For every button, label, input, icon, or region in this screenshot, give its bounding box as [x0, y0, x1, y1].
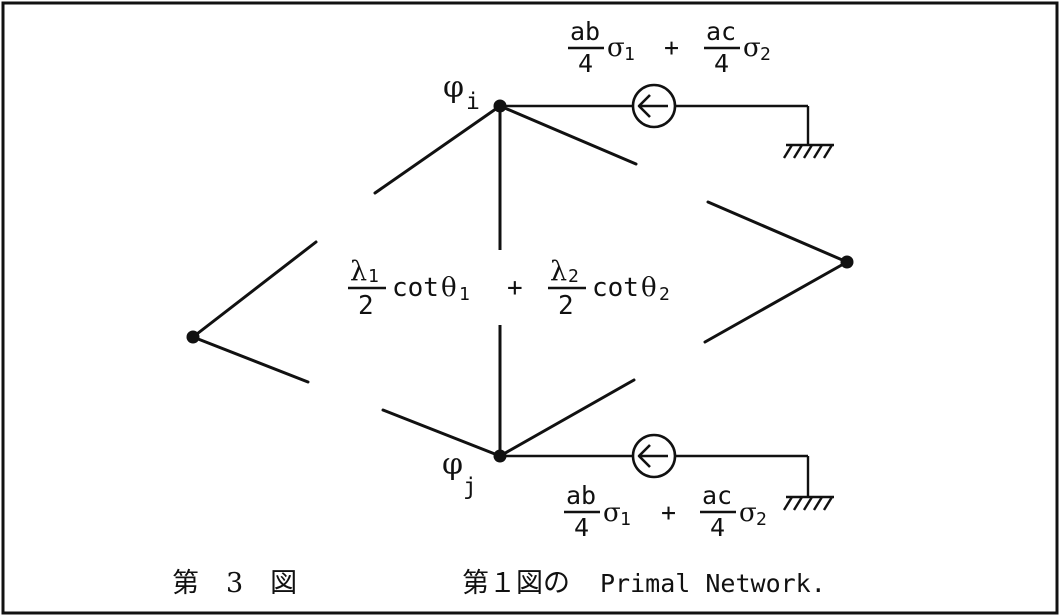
edge-right-j-lower	[498, 378, 636, 458]
sigma-subscript-1: 1	[624, 44, 635, 65]
lambda-subscript-2: 2	[568, 266, 579, 287]
ground-icon	[782, 495, 834, 511]
lambda-subscript-1: 1	[368, 266, 379, 287]
sigma-symbol: σ	[607, 33, 625, 63]
edge-left-j-upper	[191, 335, 310, 384]
label-phi-i: φ i	[443, 70, 480, 115]
lambda-symbol: λ	[350, 256, 367, 287]
theta-symbol: θ	[641, 273, 657, 303]
network-nodes	[186, 99, 854, 463]
edge-i-left-lower	[191, 240, 318, 339]
sigma-subscript-1: 1	[620, 509, 631, 530]
numerator-ac: ac	[706, 17, 736, 46]
center-term: λ 1 2 cot θ 1 + λ 2 2 cot θ 2	[342, 250, 692, 325]
edge-right-j-upper	[703, 260, 849, 344]
plus-sign: +	[507, 273, 523, 303]
theta-symbol: θ	[441, 273, 457, 303]
node-right	[840, 255, 854, 269]
denominator: 4	[714, 49, 729, 78]
sigma-symbol: σ	[603, 498, 621, 528]
denominator: 4	[574, 513, 589, 542]
cot-function: cot	[592, 273, 639, 303]
caption-subtitle: Primal Network.	[600, 569, 826, 598]
denominator: 2	[358, 291, 374, 321]
lambda-symbol: λ	[550, 256, 567, 287]
source-term-top: ab 4 σ 1 + ac 4 σ 2	[568, 17, 771, 78]
source-term-bottom: ab 4 σ 1 + ac 4 σ 2	[564, 481, 767, 542]
denominator: 2	[558, 291, 574, 321]
subscript-j: j	[463, 474, 477, 500]
cot-function: cot	[392, 273, 439, 303]
plus-sign: +	[664, 33, 679, 62]
edge-i-right-upper	[498, 104, 638, 166]
subscript-i: i	[466, 89, 480, 115]
network-edges	[191, 104, 849, 458]
sigma-subscript-2: 2	[760, 44, 771, 65]
node-j	[493, 449, 507, 463]
sigma-symbol: σ	[739, 498, 757, 528]
edge-left-j-lower	[381, 408, 502, 458]
source-branch-bottom	[500, 433, 834, 511]
theta-subscript-1: 1	[459, 284, 470, 305]
sigma-symbol: σ	[743, 33, 761, 63]
edge-i-left-upper	[373, 104, 502, 195]
current-source-icon	[631, 433, 677, 479]
figure-caption: 第 3 図 第１図の Primal Network.	[172, 568, 826, 599]
denominator: 4	[578, 49, 593, 78]
label-phi-j: φ j	[442, 447, 477, 500]
node-left	[186, 330, 200, 344]
numerator-ab: ab	[570, 17, 600, 46]
theta-subscript-2: 2	[659, 284, 670, 305]
numerator-ab: ab	[566, 481, 596, 510]
source-branch-top	[500, 83, 834, 159]
denominator: 4	[710, 513, 725, 542]
edge-i-right-lower	[706, 200, 849, 264]
node-i	[493, 99, 507, 113]
phi-symbol: φ	[443, 70, 464, 105]
current-source-icon	[631, 83, 677, 129]
figure-number: 第 3 図	[172, 568, 297, 599]
phi-symbol: φ	[442, 447, 463, 482]
numerator-ac: ac	[702, 481, 732, 510]
caption-title: 第１図の	[462, 568, 570, 599]
ground-icon	[782, 143, 834, 159]
plus-sign: +	[661, 498, 676, 527]
sigma-subscript-2: 2	[756, 509, 767, 530]
